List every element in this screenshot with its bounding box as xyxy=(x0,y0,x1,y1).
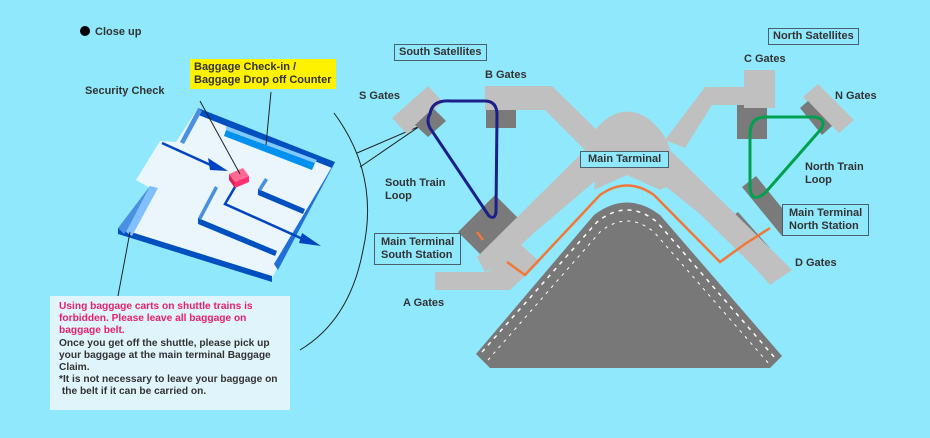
north-train-loop-line2: Loop xyxy=(805,174,832,186)
closeup-arc xyxy=(299,112,368,351)
n-gates-label[interactable]: N Gates xyxy=(835,90,877,102)
closeup-floorplan xyxy=(117,91,335,297)
c-gates-label[interactable]: C Gates xyxy=(744,53,786,65)
c-gates-building xyxy=(665,70,775,148)
s-gates-label[interactable]: S Gates xyxy=(359,90,400,102)
south-train-loop-line1: South Train xyxy=(385,177,446,189)
closeup-legend: Close up xyxy=(80,26,141,38)
north-station-line2: North Station xyxy=(789,220,859,232)
south-station-label: Main Terminal South Station xyxy=(374,233,462,265)
apron xyxy=(476,202,782,368)
info-line: Claim. xyxy=(59,362,90,374)
baggage-counter-line2: Baggage Drop off Counter xyxy=(194,74,332,86)
warning-line: baggage belt. xyxy=(59,325,125,337)
a-gates-label[interactable]: A Gates xyxy=(403,297,445,309)
main-terminal-label: Main Tarminal xyxy=(580,151,670,168)
arrow-head-in xyxy=(208,158,228,171)
south-train-loop xyxy=(426,99,499,219)
info-line: your baggage at the main terminal Baggag… xyxy=(59,349,271,361)
baggage-counter-label: Baggage Check-in / Baggage Drop off Coun… xyxy=(190,59,336,89)
north-station-label: Main Terminal North Station xyxy=(782,204,870,236)
baggage-notice: Using baggage carts on shuttle trains is… xyxy=(50,296,290,410)
closeup-pointer xyxy=(356,125,421,168)
s-gates-building xyxy=(392,86,446,137)
north-train-loop xyxy=(748,115,825,199)
bullet-icon xyxy=(80,26,90,36)
d-gates-label[interactable]: D Gates xyxy=(795,257,837,269)
b-gates-building xyxy=(485,86,612,160)
security-check-label: Security Check xyxy=(85,85,165,97)
baggage-route xyxy=(476,184,771,277)
warning-line: forbidden. Please leave all baggage on xyxy=(59,313,247,325)
north-train-loop-line1: North Train xyxy=(805,161,864,173)
south-satellites-label: South Satellites xyxy=(394,44,487,61)
info-line: Once you get off the shuttle, please pic… xyxy=(59,337,270,349)
b-gates-label[interactable]: B Gates xyxy=(485,69,527,81)
south-station-line1: Main Terminal xyxy=(381,236,455,248)
north-train-loop-label: North Train Loop xyxy=(805,161,864,187)
arrow-head-out xyxy=(299,233,321,246)
warning-line: Using baggage carts on shuttle trains is xyxy=(59,301,253,312)
south-station-line2: South Station xyxy=(381,249,453,261)
baggage-counter-line1: Baggage Check-in / xyxy=(194,61,297,73)
south-train-loop-label: South Train Loop xyxy=(385,177,446,203)
note-line: the belt if it can be carried on. xyxy=(59,386,207,398)
south-train-loop-line2: Loop xyxy=(385,190,412,202)
note-line: *It is not necessary to leave your bagga… xyxy=(59,374,278,386)
north-station-line1: Main Terminal xyxy=(789,207,863,219)
north-satellites-label: North Satellites xyxy=(768,28,859,45)
closeup-label: Close up xyxy=(95,26,142,38)
